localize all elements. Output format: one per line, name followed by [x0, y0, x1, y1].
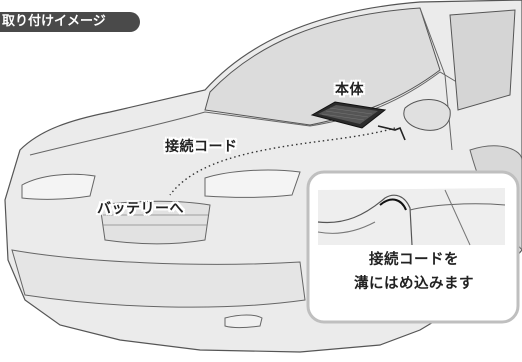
hood-line — [29, 71, 471, 156]
cable-solid — [377, 125, 406, 141]
fog-lamp — [224, 314, 263, 328]
headlight-right — [204, 169, 301, 198]
main-unit-device — [310, 101, 387, 129]
inset-caption-line2: 溝にはめ込みます — [354, 276, 474, 292]
front-bumper — [11, 249, 306, 308]
connection-cable-label: 接続コード — [165, 139, 238, 155]
to-battery-label: バッテリーへ — [97, 201, 184, 217]
side-window — [449, 9, 516, 111]
headlight-left — [21, 173, 96, 200]
grille — [99, 200, 211, 245]
cable-dotted-path — [169, 127, 396, 196]
inset-caption: 接続コードを 溝にはめ込みます — [320, 248, 508, 296]
inset-caption-line1: 接続コードを — [369, 252, 459, 268]
side-mirror — [403, 99, 451, 131]
inset-panel — [306, 170, 520, 324]
title-badge: 取り付けイメージ — [0, 12, 140, 32]
a-pillar — [419, 7, 453, 151]
main-unit-label: 本体 — [335, 82, 364, 98]
